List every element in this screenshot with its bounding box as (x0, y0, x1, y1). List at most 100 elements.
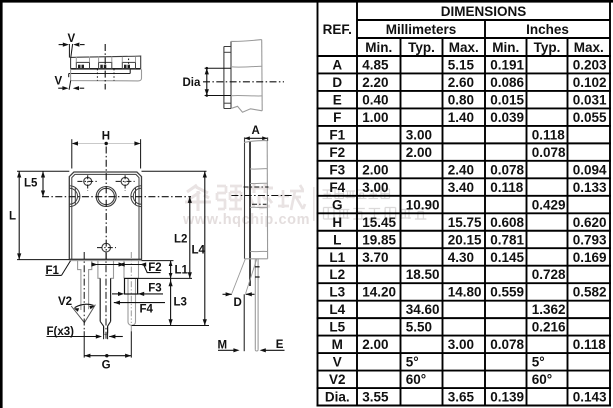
svg-text:18.50: 18.50 (406, 267, 440, 282)
svg-text:L3: L3 (174, 297, 187, 309)
svg-text:5°: 5° (532, 355, 545, 370)
svg-text:0.015: 0.015 (490, 92, 524, 107)
svg-text:L4: L4 (329, 302, 345, 317)
svg-text:19.85: 19.85 (362, 232, 396, 247)
svg-text:2.60: 2.60 (448, 75, 474, 90)
svg-text:M: M (332, 337, 343, 352)
svg-text:F2: F2 (329, 145, 345, 160)
svg-text:V: V (55, 76, 63, 88)
svg-text:0.169: 0.169 (573, 250, 607, 265)
svg-text:60°: 60° (406, 372, 426, 387)
svg-text:G: G (332, 197, 343, 212)
svg-text:0.145: 0.145 (490, 250, 524, 265)
svg-text:2.00: 2.00 (406, 145, 432, 160)
svg-text:2.40: 2.40 (448, 162, 474, 177)
svg-text:14.20: 14.20 (362, 285, 396, 300)
svg-text:V: V (333, 355, 342, 370)
svg-text:4.30: 4.30 (448, 250, 474, 265)
svg-text:0.191: 0.191 (490, 58, 524, 73)
svg-text:15.75: 15.75 (448, 215, 482, 230)
svg-text:34.60: 34.60 (406, 302, 440, 317)
svg-text:F(x3): F(x3) (47, 326, 75, 338)
svg-text:3.00: 3.00 (362, 180, 388, 195)
svg-text:3.70: 3.70 (362, 250, 388, 265)
svg-text:www.hqchip.com: www.hqchip.com (182, 212, 310, 228)
svg-text:L2: L2 (174, 234, 187, 246)
svg-text:15.45: 15.45 (362, 215, 396, 230)
svg-text:4.85: 4.85 (362, 58, 389, 73)
svg-text:0.094: 0.094 (573, 162, 607, 177)
svg-text:F4: F4 (329, 180, 345, 195)
svg-text:Typ.: Typ. (408, 40, 435, 55)
svg-text:V: V (68, 33, 76, 45)
svg-text:M: M (218, 340, 228, 352)
svg-text:3.00: 3.00 (448, 337, 474, 352)
svg-text:0.781: 0.781 (490, 232, 524, 247)
svg-text:2.20: 2.20 (362, 75, 388, 90)
svg-text:3.55: 3.55 (362, 390, 389, 405)
svg-text:1.362: 1.362 (532, 302, 566, 317)
svg-text:F3: F3 (148, 283, 161, 295)
svg-text:0.40: 0.40 (362, 92, 388, 107)
svg-text:0.118: 0.118 (532, 127, 566, 142)
svg-text:L2: L2 (329, 267, 345, 282)
svg-text:0.078: 0.078 (490, 162, 524, 177)
svg-text:A: A (252, 125, 260, 137)
svg-text:0.039: 0.039 (490, 110, 524, 125)
svg-text:5°: 5° (406, 355, 419, 370)
svg-text:E: E (333, 92, 342, 107)
svg-text:1.00: 1.00 (362, 110, 388, 125)
svg-text:0.582: 0.582 (573, 285, 607, 300)
svg-text:0.620: 0.620 (573, 215, 607, 230)
svg-text:0.80: 0.80 (448, 92, 474, 107)
svg-text:3.65: 3.65 (448, 390, 475, 405)
svg-text:0.608: 0.608 (490, 215, 524, 230)
svg-text:L: L (333, 232, 341, 247)
svg-text:10.90: 10.90 (406, 197, 440, 212)
svg-text:F: F (333, 110, 341, 125)
svg-text:0.102: 0.102 (573, 75, 607, 90)
svg-text:DIMENSIONS: DIMENSIONS (441, 4, 527, 19)
svg-text:2.00: 2.00 (362, 162, 388, 177)
svg-text:0.728: 0.728 (532, 267, 566, 282)
svg-text:60°: 60° (532, 372, 552, 387)
svg-text:F2: F2 (148, 262, 161, 274)
svg-text:0.031: 0.031 (573, 92, 607, 107)
svg-text:D: D (332, 75, 342, 90)
svg-text:0.118: 0.118 (490, 180, 524, 195)
svg-text:Typ.: Typ. (534, 40, 561, 55)
svg-text:L3: L3 (329, 285, 345, 300)
svg-text:Min.: Min. (365, 40, 392, 55)
svg-text:L4: L4 (192, 245, 206, 257)
svg-text:G: G (102, 359, 111, 371)
svg-text:0.559: 0.559 (490, 285, 524, 300)
svg-text:0.139: 0.139 (490, 390, 524, 405)
svg-text:H: H (102, 131, 110, 143)
svg-text:F1: F1 (46, 265, 60, 277)
svg-text:L5: L5 (24, 177, 38, 189)
svg-text:0.055: 0.055 (573, 110, 607, 125)
svg-text:2.00: 2.00 (362, 337, 388, 352)
svg-text:F4: F4 (140, 303, 154, 315)
svg-text:D: D (234, 297, 242, 309)
svg-text:Max.: Max. (574, 40, 604, 55)
svg-text:3.40: 3.40 (448, 180, 474, 195)
svg-text:0.143: 0.143 (573, 390, 607, 405)
svg-text:14.80: 14.80 (448, 285, 482, 300)
svg-text:0.078: 0.078 (490, 337, 524, 352)
svg-text:3.00: 3.00 (406, 127, 432, 142)
svg-text:F3: F3 (329, 162, 345, 177)
svg-text:L1: L1 (175, 265, 189, 277)
svg-text:L5: L5 (329, 320, 345, 335)
svg-text:Dia: Dia (183, 77, 202, 89)
svg-text:Min.: Min. (492, 40, 519, 55)
svg-text:Millimeters: Millimeters (386, 22, 457, 37)
svg-text:REF.: REF. (323, 22, 352, 37)
svg-text:V2: V2 (58, 296, 72, 308)
svg-text:20.15: 20.15 (448, 232, 482, 247)
svg-text:0.133: 0.133 (573, 180, 607, 195)
svg-text:H: H (332, 215, 342, 230)
svg-text:0.203: 0.203 (573, 58, 607, 73)
svg-text:L1: L1 (329, 250, 345, 265)
svg-text:Inches: Inches (526, 22, 569, 37)
